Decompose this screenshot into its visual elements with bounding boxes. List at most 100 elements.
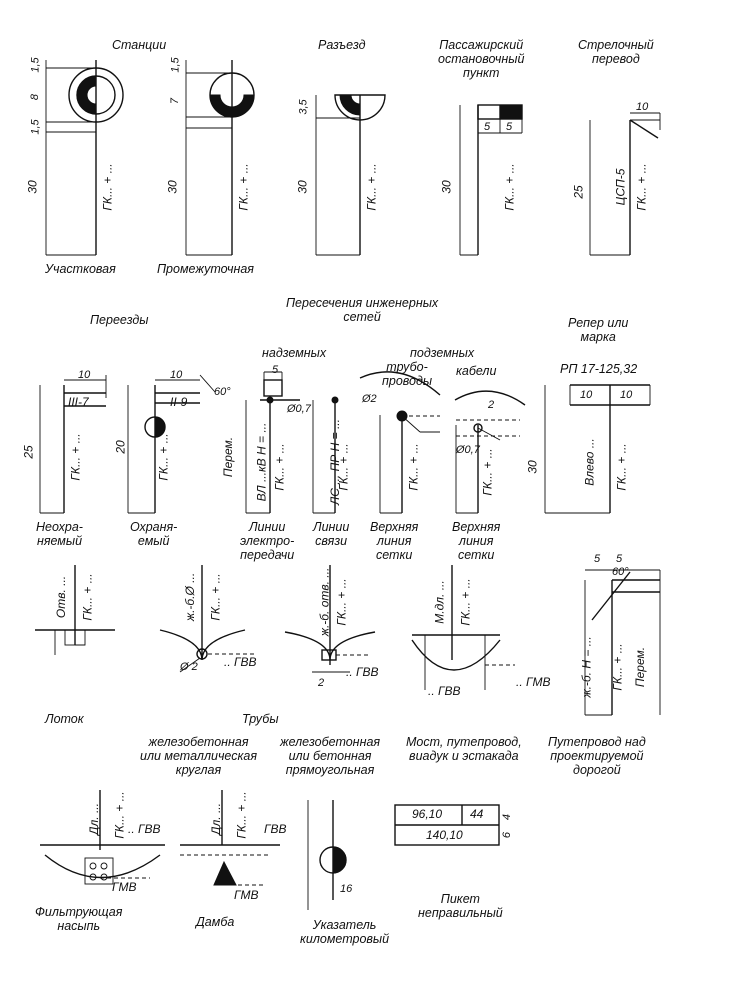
- dim-dia-2-pipe: Ø2: [362, 393, 377, 405]
- caption-pipes: Трубы: [242, 712, 279, 726]
- mark-gvv-rect: .. ГВВ: [346, 665, 379, 679]
- mark-csp: ЦСП-5: [613, 168, 628, 206]
- mark-zhb-d: ж.-б.Ø ...: [183, 572, 198, 622]
- dim-5-overpass-a: 5: [594, 553, 601, 565]
- mark-m-dl: М.дл. ...: [432, 580, 447, 624]
- mark-gk-c: ГК... + ...: [364, 163, 379, 211]
- mark-perem-power: Перем.: [221, 436, 236, 478]
- dim-7: 7: [169, 97, 182, 105]
- mark-vl: ВЛ ...кВ Н = ...: [254, 422, 269, 502]
- dim-5-overpass-b: 5: [616, 553, 623, 565]
- dim-2-rect: 2: [318, 677, 325, 689]
- dim-16-km: 16: [340, 883, 353, 895]
- filter-fill-symbol: [40, 790, 165, 885]
- mark-dl-a: Дл. ...: [86, 803, 101, 835]
- caption-rc-round: железобетонная или металлическая круглая: [140, 735, 258, 777]
- dim-2-cable: 2: [488, 399, 495, 411]
- mark-gk-a: ГК... + ...: [100, 163, 115, 211]
- caption-picket: Пикет неправильный: [418, 892, 503, 920]
- mark-gvv-dam: ГВВ: [264, 822, 287, 836]
- crossing-unguarded-symbol: [39, 375, 107, 514]
- mark-iii7: III-7: [68, 395, 89, 409]
- mark-gk-f: ГК... + ...: [68, 433, 83, 481]
- mark-zhb-h: ж.-б. Н = ...: [579, 636, 594, 698]
- dim-10-crossing-b: 10: [170, 369, 183, 381]
- mark-gk-s: ГК... + ...: [234, 791, 249, 839]
- mark-gvv-filter: .. ГВВ: [128, 822, 161, 836]
- mark-gk-j: ГК... + ...: [406, 443, 421, 491]
- mark-gmv-bridge: .. ГМВ: [516, 675, 551, 689]
- tray-symbol: [35, 565, 115, 655]
- dim-30-b: 30: [165, 180, 180, 194]
- mark-gk-q: ГК... + ...: [610, 643, 625, 691]
- mark-vlevo: Влево ...: [582, 438, 597, 486]
- comm-line-symbol: [312, 396, 339, 514]
- title-overhead: надземных: [262, 346, 327, 360]
- mark-dl-b: Дл. ...: [208, 803, 223, 835]
- mark-gk-d: ГК... + ...: [502, 163, 517, 211]
- dim-10-bench-b: 10: [620, 389, 633, 401]
- dim-30-d: 30: [439, 180, 454, 194]
- caption-bridge: Мост, путепровод, виадук и эстакада: [406, 735, 522, 763]
- dam-symbol: [180, 790, 280, 886]
- mark-gk-l: ГК... + ...: [614, 443, 629, 491]
- title-switch: Стрелочный перевод: [578, 38, 654, 66]
- caption-grid-top-2: Верхняя линия сетки: [452, 520, 501, 562]
- picket-top-a: 96,10: [412, 807, 443, 821]
- picket-symbol: [394, 804, 500, 846]
- mark-gk-n: ГК... + ...: [208, 573, 223, 621]
- dim-60-a: 60°: [214, 386, 231, 398]
- mark-ii9: II-9: [170, 395, 188, 409]
- caption-overpass: Путепровод над проектируемой дорогой: [548, 735, 646, 777]
- dim-60-overpass: 60°: [612, 566, 629, 578]
- dim-0-7-cable: Ø0,7: [456, 444, 480, 456]
- station-intermediate-symbol: [185, 60, 255, 256]
- mark-gk-m: ГК... + ...: [80, 573, 95, 621]
- mark-gk-k: ГК... + ...: [480, 448, 495, 496]
- dim-10-bench-a: 10: [580, 389, 593, 401]
- mark-gvv-round: .. ГВВ: [224, 655, 257, 669]
- caption-comm-lines: Линии связи: [313, 520, 350, 548]
- dim-30-a: 30: [25, 180, 40, 194]
- caption-district: Участковая: [45, 262, 116, 276]
- mark-gk-h: ГК... + ...: [272, 443, 287, 491]
- dim-1-5-c: 1,5: [169, 57, 182, 73]
- rect-pipe-symbol: [284, 565, 376, 673]
- dim-6-picket: 6: [501, 831, 514, 839]
- benchmark-code: РП 17-125,32: [560, 362, 638, 376]
- picket-top-b: 44: [470, 807, 484, 821]
- dim-dia-2-round: Ø 2: [180, 661, 198, 673]
- dim-4-picket: 4: [501, 813, 514, 821]
- pipeline-symbol: [359, 371, 441, 514]
- dim-25-switch: 25: [571, 185, 586, 199]
- caption-km-marker: Указатель километровый: [300, 918, 390, 946]
- dim-1-5-b: 1,5: [29, 119, 42, 135]
- mark-gk-b: ГК... + ...: [236, 163, 251, 211]
- benchmark-symbol: [544, 384, 651, 514]
- dim-10-switch: 10: [636, 101, 649, 113]
- title-utility-crossings: Пересечения инженерных сетей: [286, 296, 439, 324]
- round-pipe-symbol: [159, 565, 255, 673]
- dim-5-power: 5: [272, 364, 279, 376]
- mark-gk-p: ГК... + ...: [458, 578, 473, 626]
- title-crossings: Переезды: [90, 313, 149, 327]
- mark-gmv-dam: ГМВ: [234, 888, 259, 902]
- caption-power-lines: Линии электро- передачи: [240, 520, 295, 562]
- title-underground: подземных: [410, 346, 475, 360]
- dim-5-b: 5: [506, 121, 513, 133]
- power-line-symbol: [245, 371, 300, 514]
- mark-perem-overpass: Перем.: [633, 646, 648, 688]
- picket-bottom: 140,10: [426, 828, 463, 842]
- title-siding: Разъезд: [318, 38, 366, 52]
- title-pipelines: трубо- проводы: [382, 360, 433, 388]
- dim-5-a: 5: [484, 121, 491, 133]
- bridge-symbol: [411, 565, 515, 690]
- title-stations: Станции: [112, 38, 167, 52]
- dim-30-bench: 30: [525, 460, 540, 474]
- km-marker-symbol: [307, 800, 347, 910]
- dim-25-crossing: 25: [21, 445, 36, 459]
- caption-grid-top-1: Верхняя линия сетки: [370, 520, 419, 562]
- title-cables: кабели: [456, 364, 497, 378]
